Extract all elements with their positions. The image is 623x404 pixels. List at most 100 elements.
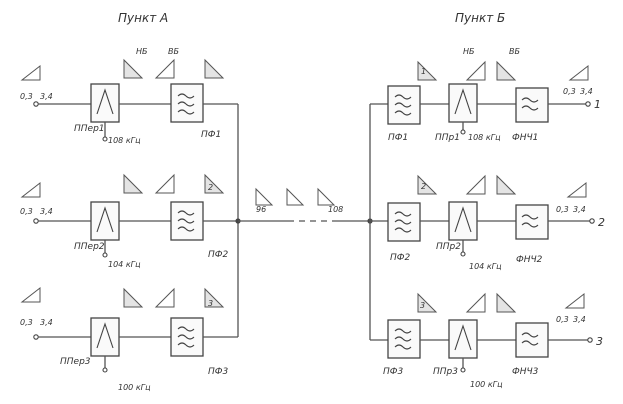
- carrier-input: [460, 129, 466, 135]
- spectrum-icon-inverted: [204, 58, 225, 79]
- spectrum-icon-inverted: [123, 173, 144, 194]
- spectrum-icon: [20, 181, 41, 198]
- spectrum-icon-inverted: [496, 60, 517, 81]
- filter-label: ПФ2: [390, 253, 411, 263]
- output-terminal: [587, 337, 593, 343]
- spectrum-icon-inverted: [417, 174, 438, 195]
- spectrum-number: 1: [421, 67, 426, 76]
- spectrum-icon-inverted: [496, 292, 517, 313]
- band-low-label: 0,3: [556, 315, 569, 324]
- lowpass-filter-fnch-3: [515, 322, 549, 358]
- title-point-b: Пункт Б: [455, 11, 505, 25]
- spectrum-icon: [465, 292, 486, 313]
- lowpass-label: ФНЧ3: [512, 367, 539, 377]
- input-terminal: [33, 334, 39, 340]
- spectrum-icon: [154, 173, 175, 194]
- band-low-label: 0,3: [20, 207, 33, 216]
- group-line: 96 108: [235, 104, 373, 340]
- spectrum-icon-inverted: [204, 173, 225, 194]
- carrier-input: [102, 367, 108, 373]
- spectrum-number: 2: [208, 183, 213, 192]
- filter-label: ПФ1: [388, 133, 408, 143]
- spectrum-icon: [20, 64, 41, 81]
- line-label-left: 96: [256, 205, 266, 214]
- carrier-frequency: 100 кГц: [118, 383, 151, 392]
- filter-label: ПФ3: [383, 367, 404, 377]
- carrier-input: [102, 136, 108, 142]
- bandpass-filter-pf-2: [170, 201, 204, 241]
- spectrum-icon-inverted: [417, 292, 438, 313]
- lowpass-filter-fnch-2: [515, 204, 549, 240]
- point-a-channel-2: 0,3 3,4 ППер2 104 кГц ПФ2: [20, 173, 238, 269]
- line-label-right: 108: [328, 205, 343, 214]
- point-b-channel-2: ПФ2 ППр2 104 кГц ФНЧ2 2 0,3 3,4 2: [370, 174, 605, 271]
- band-high-label: 3,4: [580, 87, 593, 96]
- bandpass-filter-pf-1: [170, 83, 204, 123]
- band-high-label: 3,4: [40, 92, 53, 101]
- lower-sideband-label: НБ: [136, 47, 148, 56]
- band-low-label: 0,3: [563, 87, 576, 96]
- spectrum-icon: [154, 58, 175, 79]
- output-label: 1: [594, 98, 601, 111]
- filter-label: ПФ1: [201, 130, 221, 140]
- band-low-label: 0,3: [556, 205, 569, 214]
- input-terminal: [33, 101, 39, 107]
- lowpass-filter-fnch-1: [515, 87, 549, 123]
- spectrum-icon: [564, 292, 585, 309]
- bandpass-filter-pf-2: [387, 202, 421, 242]
- point-a-channel-3: 0,3 3,4 ППер3 100 кГц ПФ3: [20, 286, 238, 392]
- spectrum-icon-inverted: [417, 60, 438, 81]
- spectrum-number: 2: [421, 182, 426, 191]
- output-label: 3: [596, 335, 603, 348]
- spectrum-icon-inverted: [123, 58, 144, 79]
- input-terminal: [33, 218, 39, 224]
- carrier-frequency: 104 кГц: [108, 260, 141, 269]
- spectrum-icon: [317, 187, 336, 206]
- spectrum-icon: [566, 181, 587, 198]
- band-high-label: 3,4: [40, 207, 53, 216]
- band-high-label: 3,4: [40, 318, 53, 327]
- modulator-label: ППер1: [74, 124, 105, 134]
- band-low-label: 0,3: [20, 92, 33, 101]
- carrier-frequency: 100 кГц: [470, 380, 503, 389]
- bandpass-filter-pf-3: [387, 319, 421, 359]
- band-low-label: 0,3: [20, 318, 33, 327]
- carrier-frequency: 104 кГц: [469, 262, 502, 271]
- demodulator-label: ППр2: [436, 242, 461, 252]
- upper-sideband-label: ВБ: [509, 47, 520, 56]
- carrier-frequency: 108 кГц: [468, 133, 501, 142]
- demodulator-label: ППр1: [435, 133, 460, 143]
- spectrum-number: 3: [208, 299, 213, 308]
- output-label: 2: [598, 216, 605, 229]
- modulator-label: ППер3: [60, 357, 91, 367]
- spectrum-icon-inverted: [496, 174, 517, 195]
- spectrum-icon: [255, 187, 274, 206]
- title-point-a: Пункт А: [118, 11, 168, 25]
- lowpass-label: ФНЧ2: [516, 255, 543, 265]
- upper-sideband-label: ВБ: [168, 47, 179, 56]
- carrier-frequency: 108 кГц: [108, 136, 141, 145]
- carrier-input: [460, 367, 466, 373]
- modulator-label: ППер2: [74, 242, 105, 252]
- carrier-input: [460, 251, 466, 257]
- filter-label: ПФ2: [208, 250, 229, 260]
- lower-sideband-label: НБ: [463, 47, 475, 56]
- carrier-input: [102, 252, 108, 258]
- bandpass-filter-pf-3: [170, 317, 204, 357]
- spectrum-number: 3: [420, 301, 425, 310]
- spectrum-icon: [568, 64, 589, 81]
- bandpass-filter-pf-1: [387, 85, 421, 125]
- spectrum-icon-inverted: [204, 287, 225, 308]
- spectrum-icon: [20, 286, 41, 303]
- output-terminal: [585, 101, 591, 107]
- spectrum-icon: [154, 287, 175, 308]
- band-high-label: 3,4: [573, 205, 586, 214]
- band-high-label: 3,4: [573, 315, 586, 324]
- point-b-channel-3: ПФ3 ППр3 100 кГц ФНЧ3 3 0,3 3,4 3: [370, 292, 603, 389]
- spectrum-icon: [286, 187, 305, 206]
- spectrum-icon: [465, 174, 486, 195]
- filter-label: ПФ3: [208, 367, 229, 377]
- demodulator-label: ППр3: [433, 367, 458, 377]
- lowpass-label: ФНЧ1: [512, 133, 538, 143]
